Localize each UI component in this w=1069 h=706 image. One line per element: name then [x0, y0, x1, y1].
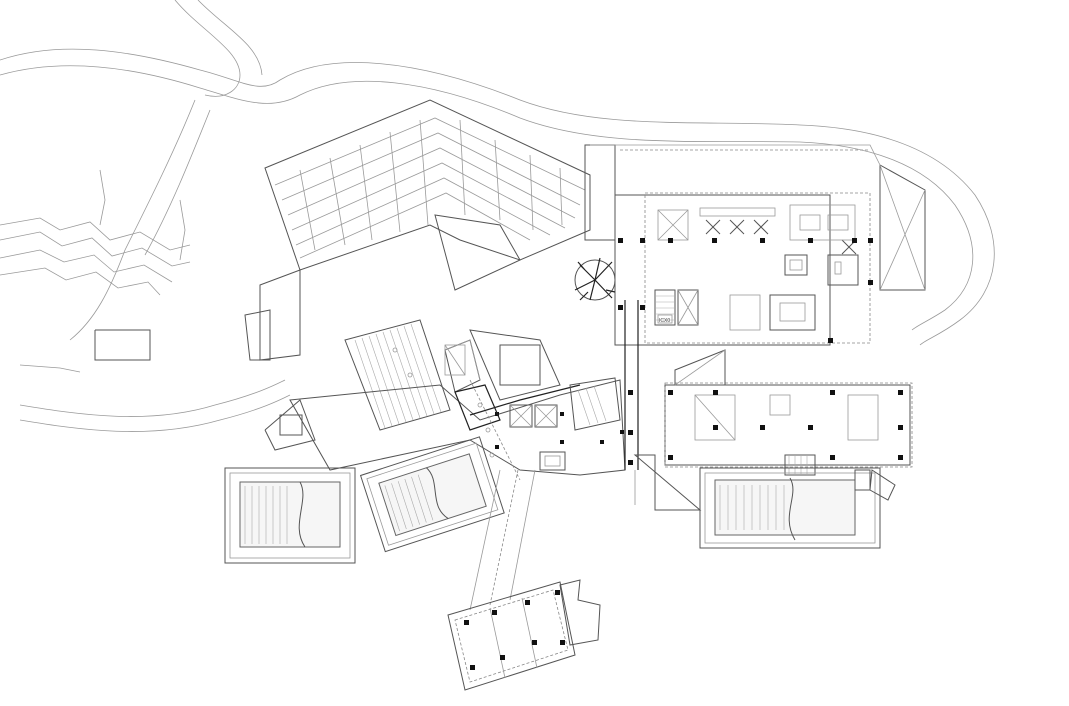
- terraced-steps: [244, 99, 591, 361]
- central-wing: [289, 300, 639, 481]
- terrace-contours: [0, 169, 191, 373]
- pool-center: [359, 436, 505, 553]
- main-building: ICX0: [574, 144, 926, 346]
- misc-details: [392, 344, 495, 458]
- tree-symbol: [574, 257, 616, 301]
- access-road: [0, 0, 995, 432]
- walkway: [469, 469, 536, 611]
- pool-right: [699, 467, 896, 549]
- structural-columns: [618, 238, 873, 343]
- right-pavilion: [628, 349, 913, 511]
- bottom-pavilion: [447, 579, 601, 691]
- pool-left: [224, 399, 356, 564]
- dining-tables: [657, 204, 857, 255]
- room-tag: ICX0: [659, 318, 670, 324]
- stair-core: ICX0: [654, 289, 699, 326]
